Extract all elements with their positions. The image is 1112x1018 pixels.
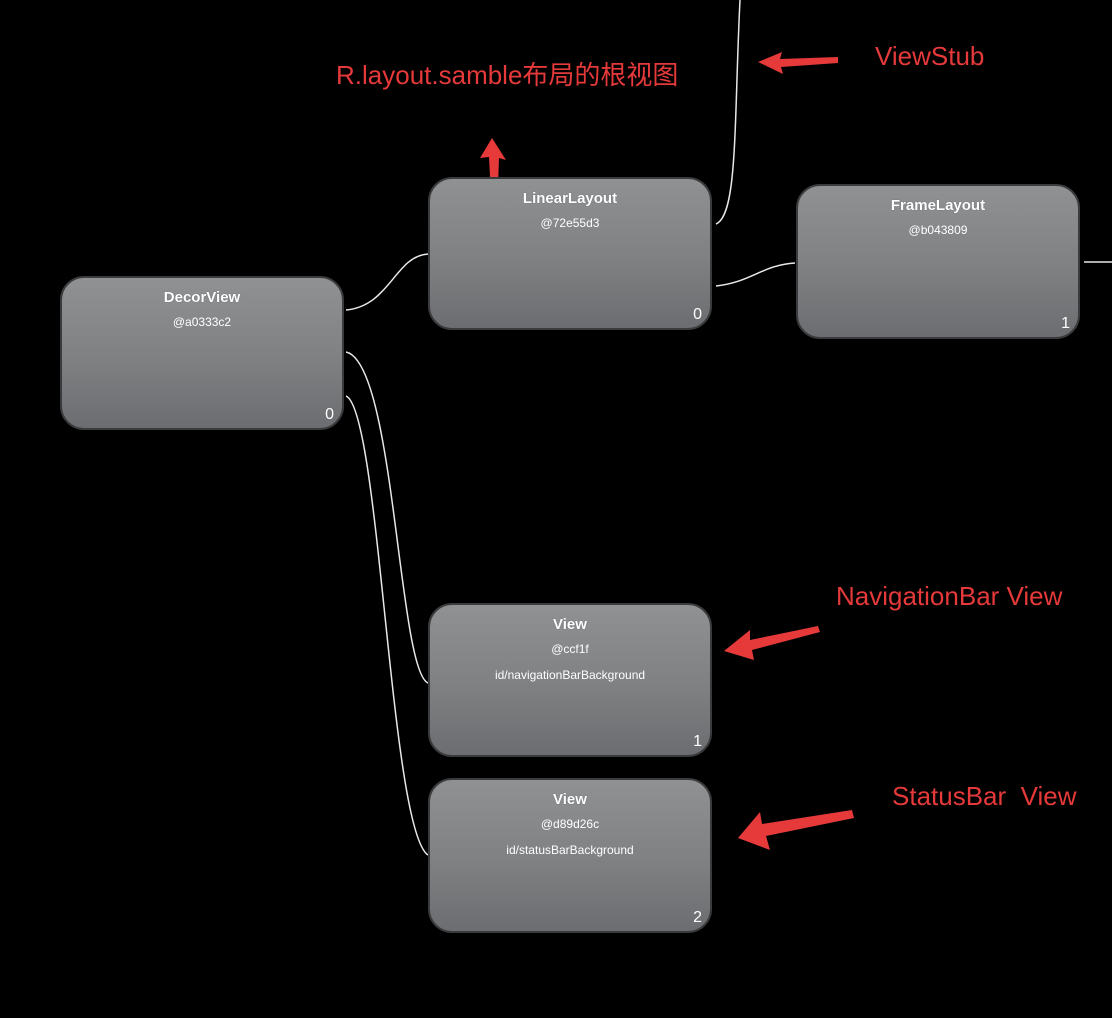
- node-child-index: 1: [693, 733, 702, 750]
- arrow-left-to-viewstub: [758, 52, 838, 74]
- node-linearlayout[interactable]: LinearLayout @72e55d3 0: [428, 177, 712, 330]
- node-title: View: [553, 616, 587, 633]
- node-child-index: 0: [325, 406, 334, 423]
- node-navigationbar-view[interactable]: View @ccf1f id/navigationBarBackground 1: [428, 603, 712, 757]
- connector-decorview-statusview: [345, 395, 429, 856]
- arrow-left-to-navigationbar: [724, 626, 820, 660]
- node-title: View: [553, 791, 587, 808]
- connector-decorview-navview: [345, 351, 429, 684]
- node-child-index: 2: [693, 909, 702, 926]
- node-title: FrameLayout: [890, 197, 986, 214]
- node-statusbar-view[interactable]: View @d89d26c id/statusBarBackground 2: [428, 778, 712, 933]
- annotation-statusbar: StatusBar View: [892, 781, 1077, 811]
- annotation-root-layout: R.layout.samble布局的根视图: [336, 60, 679, 90]
- node-hash-id: @ccf1f: [551, 642, 589, 656]
- node-resource-id: id/navigationBarBackground: [494, 668, 646, 682]
- node-resource-id: id/statusBarBackground: [506, 843, 634, 857]
- node-hash-id: @72e55d3: [540, 216, 600, 230]
- annotation-navigationbar: NavigationBar View: [836, 581, 1063, 611]
- connector-linearlayout-viewstub: [715, 0, 741, 225]
- node-hash-id: @a0333c2: [172, 315, 232, 329]
- node-title: DecorView: [163, 289, 241, 306]
- node-child-index: 1: [1061, 315, 1070, 332]
- connector-linearlayout-framelayout: [715, 262, 796, 287]
- node-hash-id: @b043809: [908, 223, 968, 237]
- connector-decorview-linearlayout: [345, 253, 429, 311]
- node-child-index: 0: [693, 306, 702, 323]
- node-framelayout[interactable]: FrameLayout @b043809 1: [796, 184, 1080, 339]
- arrow-left-to-statusbar: [738, 810, 854, 850]
- node-hash-id: @d89d26c: [540, 817, 600, 831]
- node-decorview[interactable]: DecorView @a0333c2 0: [60, 276, 344, 430]
- annotation-viewstub: ViewStub: [875, 41, 985, 71]
- node-title: LinearLayout: [522, 190, 618, 207]
